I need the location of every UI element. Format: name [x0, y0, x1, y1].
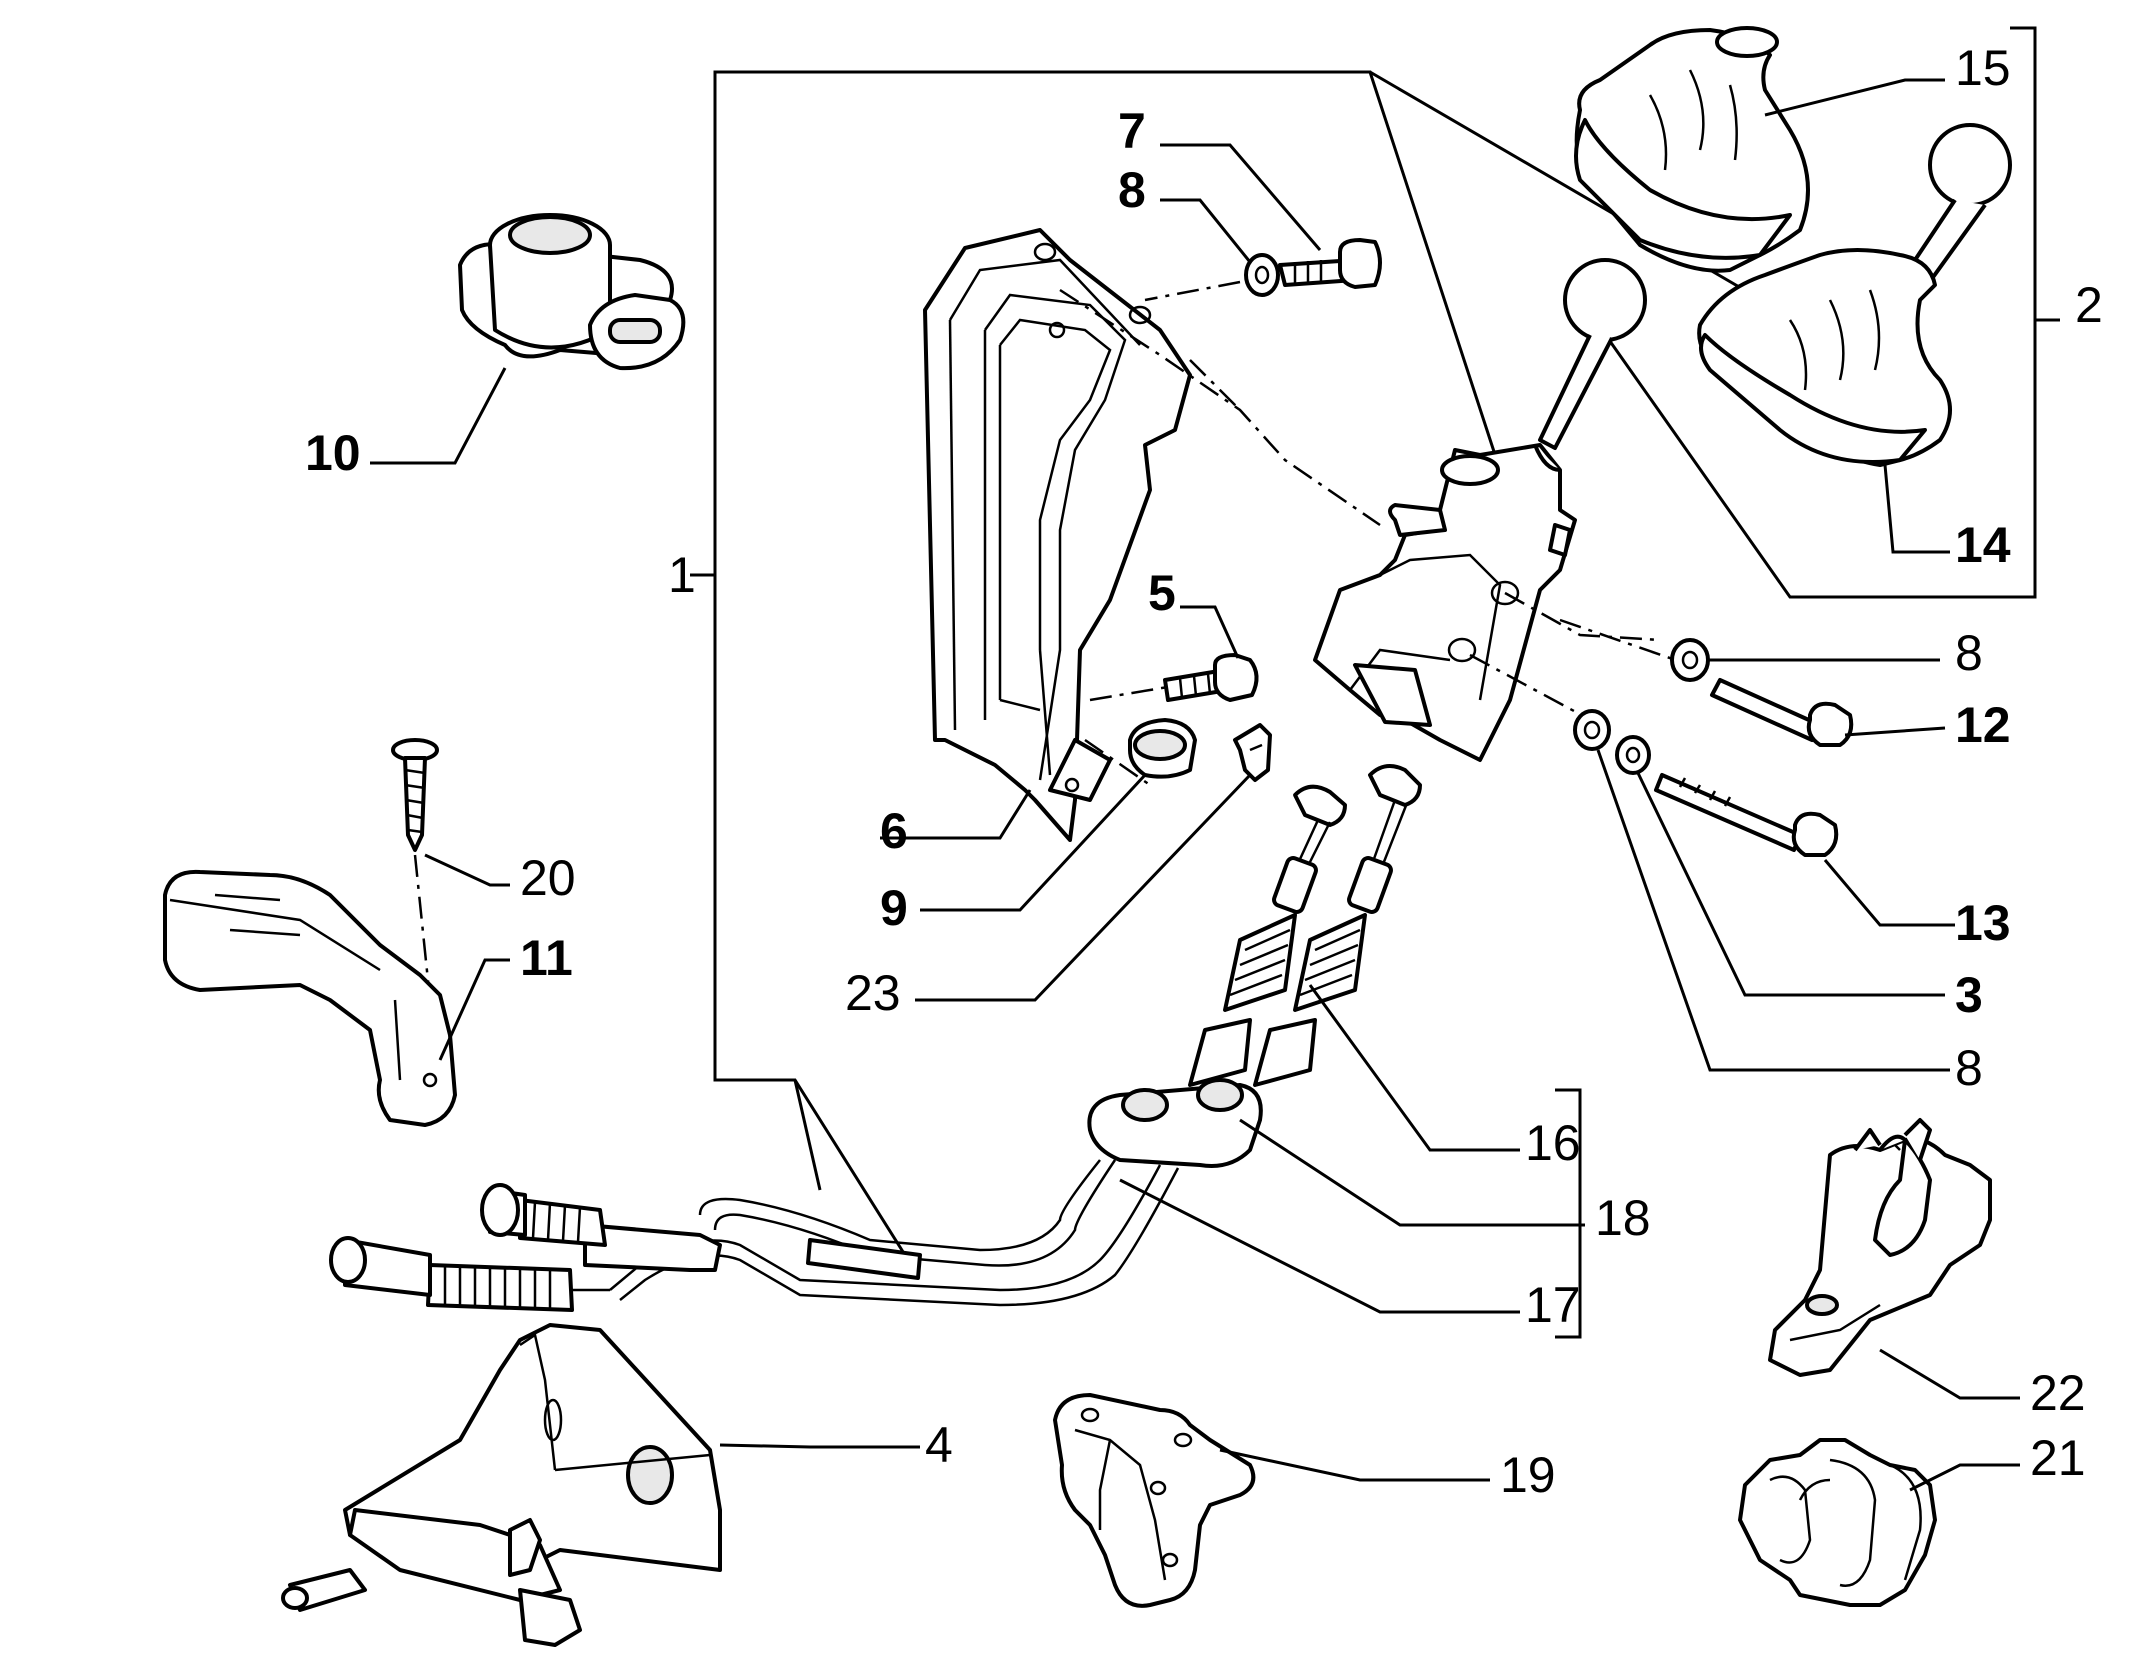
part-7-screw [1278, 238, 1382, 289]
part-20-screw [391, 738, 439, 1001]
label-15: 15 [1955, 40, 2011, 96]
label-14: 14 [1955, 517, 2011, 573]
label-7: 7 [1118, 103, 1146, 159]
label-8-top: 8 [1118, 162, 1146, 218]
label-6: 6 [880, 803, 908, 859]
part-5-screw [1163, 653, 1259, 702]
label-9: 9 [880, 880, 908, 936]
group-bracket-2 [1586, 26, 2060, 599]
part-2-gear-lever-housing [1313, 258, 1647, 762]
label-16: 16 [1525, 1115, 1581, 1171]
part-13-bolt [1654, 773, 1839, 857]
label-1: 1 [668, 547, 696, 603]
label-23: 23 [845, 965, 901, 1021]
part-8-washer-lower [1573, 709, 1611, 751]
label-8-right: 8 [1955, 625, 1983, 681]
part-16-17-18-cables [329, 764, 1422, 1312]
label-4: 4 [925, 1417, 953, 1473]
group-bracket-18 [1555, 1088, 1582, 1339]
part-9-grommet [1128, 718, 1197, 779]
label-10: 10 [305, 425, 361, 481]
label-13: 13 [1955, 895, 2011, 951]
label-11: 11 [520, 930, 573, 986]
label-22: 22 [2030, 1365, 2086, 1421]
part-4-bracket [281, 1323, 722, 1647]
label-17: 17 [1525, 1277, 1581, 1333]
label-18: 18 [1595, 1190, 1651, 1246]
part-11-pedal-bracket [163, 869, 457, 1127]
part-8-washer-right [1670, 638, 1710, 682]
label-3: 3 [1955, 967, 1983, 1023]
label-12: 12 [1955, 697, 2011, 753]
part-19-mount [1053, 1393, 1256, 1608]
part-21-double-clamp [1738, 1438, 1937, 1607]
label-5: 5 [1148, 565, 1176, 621]
part-3-washer [1615, 735, 1651, 775]
part-12-bolt [1710, 678, 1854, 747]
part-22-clamp [1768, 1118, 1992, 1377]
label-8-lower: 8 [1955, 1040, 1983, 1096]
part-6-bracket [923, 228, 1192, 842]
label-19: 19 [1500, 1447, 1556, 1503]
part-8-washer-top [1244, 253, 1280, 297]
label-20: 20 [520, 850, 576, 906]
part-10-connector [458, 213, 686, 371]
label-2: 2 [2075, 277, 2103, 333]
part-14-gear-knob-boot [1697, 123, 2012, 467]
label-21: 21 [2030, 1430, 2086, 1486]
part-15-gear-boot [1574, 26, 1810, 273]
part-23-clip [1233, 723, 1272, 782]
